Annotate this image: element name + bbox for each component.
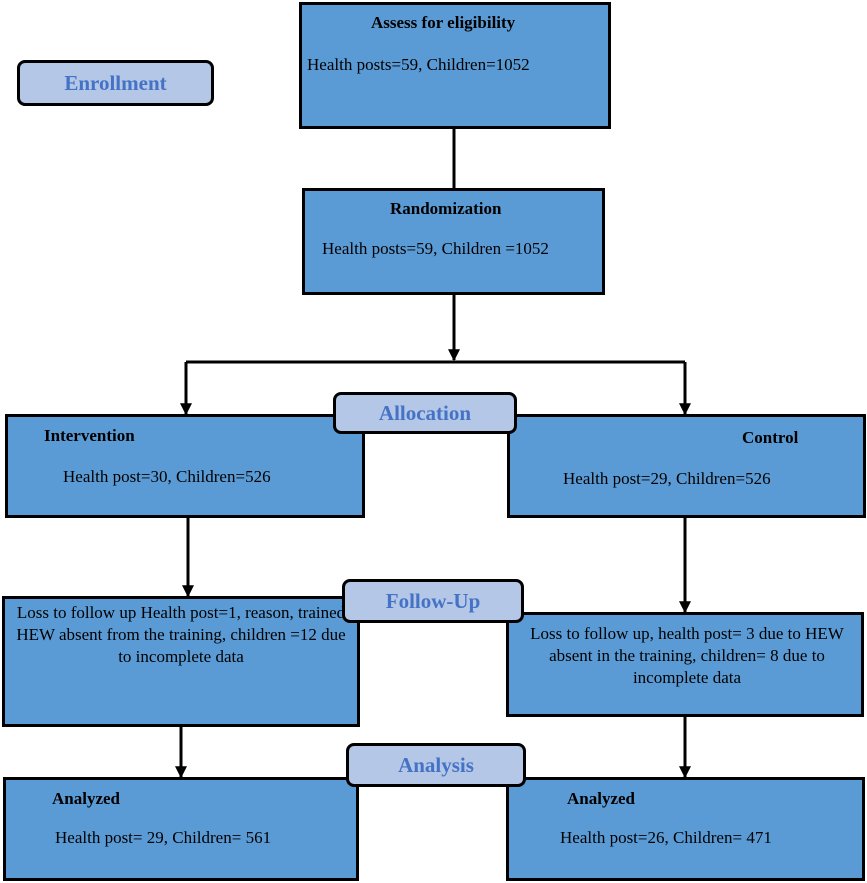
analysis-label: Analysis xyxy=(398,752,474,777)
control-analyzed-title: Analyzed xyxy=(567,789,635,808)
eligibility-box: Assess for eligibility Health posts=59, … xyxy=(299,2,611,129)
intervention-loss-text: Loss to follow up Health post=1, reason,… xyxy=(16,603,346,666)
intervention-detail: Health post=30, Children=526 xyxy=(63,467,271,486)
analysis-stage-label: Analysis xyxy=(346,743,526,787)
allocation-stage-label: Allocation xyxy=(333,392,517,434)
eligibility-detail: Health posts=59, Children=1052 xyxy=(307,55,530,74)
intervention-analyzed-title: Analyzed xyxy=(52,789,120,808)
control-analyzed-detail: Health post=26, Children= 471 xyxy=(560,828,772,847)
control-title: Control xyxy=(742,428,799,447)
enrollment-label: Enrollment xyxy=(64,70,167,95)
intervention-analyzed-detail: Health post= 29, Children= 561 xyxy=(55,828,272,847)
eligibility-title: Assess for eligibility xyxy=(371,13,516,32)
control-box: Control Health post=29, Children=526 xyxy=(507,414,866,518)
follow-up-stage-label: Follow-Up xyxy=(342,579,524,623)
control-loss-text: Loss to follow up, health post= 3 due to… xyxy=(530,624,844,687)
randomization-box: Randomization Health posts=59, Children … xyxy=(302,188,605,295)
randomization-detail: Health posts=59, Children =1052 xyxy=(322,239,549,258)
allocation-label: Allocation xyxy=(378,400,472,425)
control-analyzed-box: Analyzed Health post=26, Children= 471 xyxy=(506,777,865,881)
control-detail: Health post=29, Children=526 xyxy=(563,469,771,488)
control-loss-box: Loss to follow up, health post= 3 due to… xyxy=(506,612,864,717)
follow-up-label: Follow-Up xyxy=(385,588,481,613)
intervention-loss-box: Loss to follow up Health post=1, reason,… xyxy=(2,596,360,727)
intervention-title: Intervention xyxy=(44,426,135,445)
intervention-analyzed-box: Analyzed Health post= 29, Children= 561 xyxy=(3,777,359,881)
intervention-box: Intervention Health post=30, Children=52… xyxy=(5,414,365,518)
enrollment-stage-label: Enrollment xyxy=(17,60,214,106)
randomization-title: Randomization xyxy=(390,199,502,218)
